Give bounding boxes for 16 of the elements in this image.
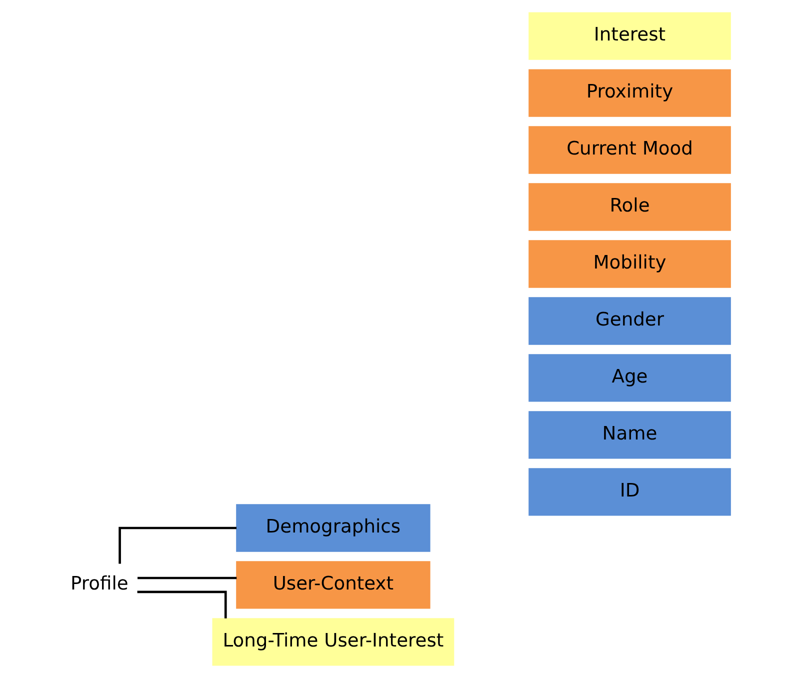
node-box: Current Mood <box>528 126 731 174</box>
node-box: Role <box>528 183 731 231</box>
node-text: Profile <box>70 573 128 594</box>
node-box: Long-Time User-Interest <box>212 618 454 666</box>
node-box: Mobility <box>528 240 731 288</box>
connector <box>118 526 236 564</box>
connector <box>137 590 227 618</box>
node-box: Demographics <box>236 504 430 552</box>
node-box: Name <box>528 411 731 459</box>
connector <box>138 576 237 580</box>
node-box: Interest <box>528 12 731 60</box>
node-box: User-Context <box>236 561 430 609</box>
node-box: Gender <box>528 297 731 345</box>
node-box: Proximity <box>528 69 731 117</box>
node-box: ID <box>528 468 731 516</box>
node-box: Age <box>528 354 731 402</box>
